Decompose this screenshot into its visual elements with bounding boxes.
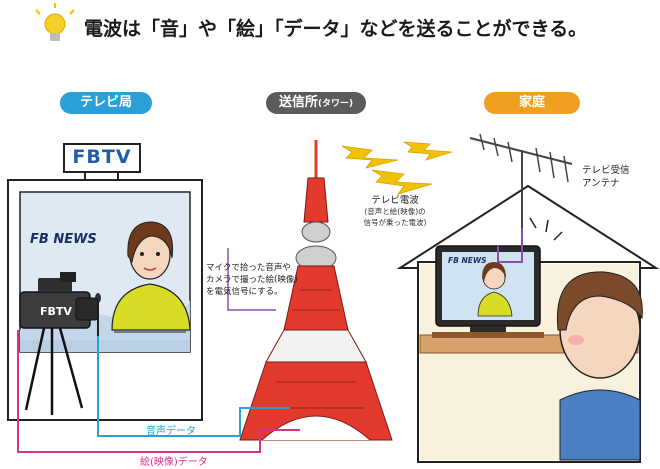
tower-note-line2: カメラで撮った絵(映像) bbox=[206, 275, 298, 285]
viewer-boy bbox=[556, 271, 643, 461]
antenna-note-line1: テレビ受信 bbox=[582, 165, 630, 176]
video-data-wire bbox=[17, 330, 300, 453]
audio-data-wire bbox=[97, 336, 290, 437]
wave-note-line1: (音声と絵(映像)の bbox=[364, 207, 426, 216]
tv-sound-lines bbox=[529, 217, 563, 241]
studio-sign-text: FBTV bbox=[72, 146, 132, 168]
antenna-note: テレビ受信 アンテナ bbox=[582, 164, 630, 190]
wave-note: テレビ電波 (音声と絵(映像)の 信号が乗った電波) bbox=[350, 192, 440, 228]
news-anchor bbox=[111, 221, 191, 333]
news-banner: FB NEWS bbox=[30, 232, 97, 247]
antenna-cable bbox=[497, 228, 523, 263]
tower-note: マイクで拾った音声や カメラで撮った絵(映像) を電気信号にする。 bbox=[206, 262, 298, 298]
page-title: 電波は「音」や「絵」「データ」などを送ることができる。 bbox=[84, 18, 588, 40]
tv-screen-banner: FB NEWS bbox=[448, 256, 487, 265]
wave-note-title: テレビ電波 bbox=[371, 195, 419, 206]
antenna-note-line2: アンテナ bbox=[582, 178, 620, 189]
tv-antenna bbox=[469, 133, 573, 228]
wave-note-line2: 信号が乗った電波) bbox=[363, 218, 427, 227]
section-label-tower: 送信所(タワー) bbox=[266, 92, 366, 114]
section-label-tower-sub: (タワー) bbox=[317, 99, 354, 109]
tower-note-line1: マイクで拾った音声や bbox=[206, 263, 291, 273]
section-label-studio: テレビ局 bbox=[60, 92, 152, 114]
broadcast-tower bbox=[239, 140, 393, 441]
section-label-home: 家庭 bbox=[484, 92, 580, 114]
video-data-label: 絵(映像)データ bbox=[140, 457, 208, 468]
section-label-tower-text: 送信所 bbox=[278, 95, 318, 110]
television bbox=[432, 245, 544, 338]
tower-note-line3: を電気信号にする。 bbox=[206, 287, 283, 297]
camera-brand: FBTV bbox=[40, 305, 72, 318]
tv-camera bbox=[19, 272, 99, 415]
lightbulb-icon bbox=[35, 3, 75, 41]
tower-signal-wire bbox=[227, 248, 276, 311]
radio-wave-bolts bbox=[341, 141, 453, 195]
audio-data-label: 音声データ bbox=[146, 426, 196, 437]
studio-sign bbox=[63, 143, 141, 180]
